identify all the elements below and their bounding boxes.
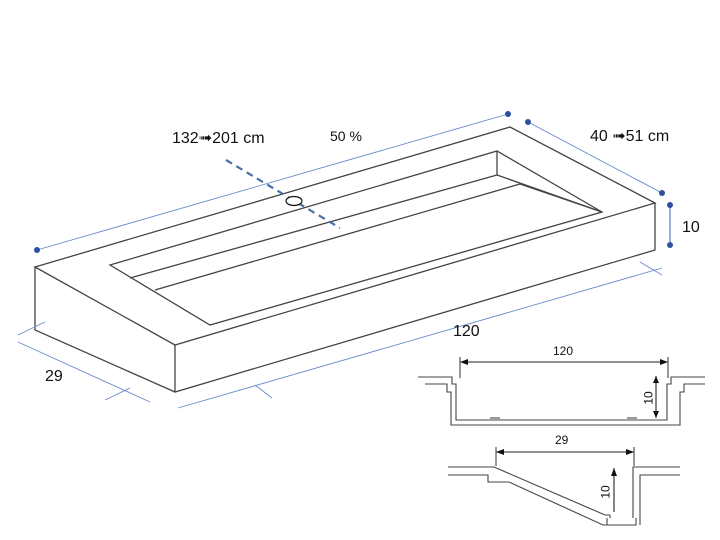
section-cross-height-label: 10 <box>598 485 613 499</box>
cross-section-drawing <box>448 447 680 526</box>
drain-hole <box>285 195 303 207</box>
basin-floor-line <box>154 183 521 291</box>
section-cross-width-label: 29 <box>555 433 569 447</box>
dimension-lines <box>17 113 671 409</box>
basin-top-face <box>33 126 657 346</box>
depth-label: 29 <box>45 368 63 385</box>
long-section-drawing <box>418 357 705 426</box>
basin-front-face <box>34 203 656 393</box>
basin-floor-line <box>129 174 498 279</box>
section-long-height-label: 10 <box>641 391 656 405</box>
slope-percent-label: 50 % <box>330 128 362 144</box>
width-range-label: 40 ➟51 cm <box>590 128 670 145</box>
height-label: 10 <box>682 219 700 236</box>
length-range-label: 132➟201 cm <box>172 130 265 147</box>
basin-3d-view <box>33 126 657 393</box>
drain-axis-dashed <box>225 159 341 229</box>
length-label: 120 <box>453 323 480 340</box>
section-long-width-label: 120 <box>553 344 574 358</box>
basin-inner-well <box>108 150 604 326</box>
dimension-dots <box>34 111 673 253</box>
